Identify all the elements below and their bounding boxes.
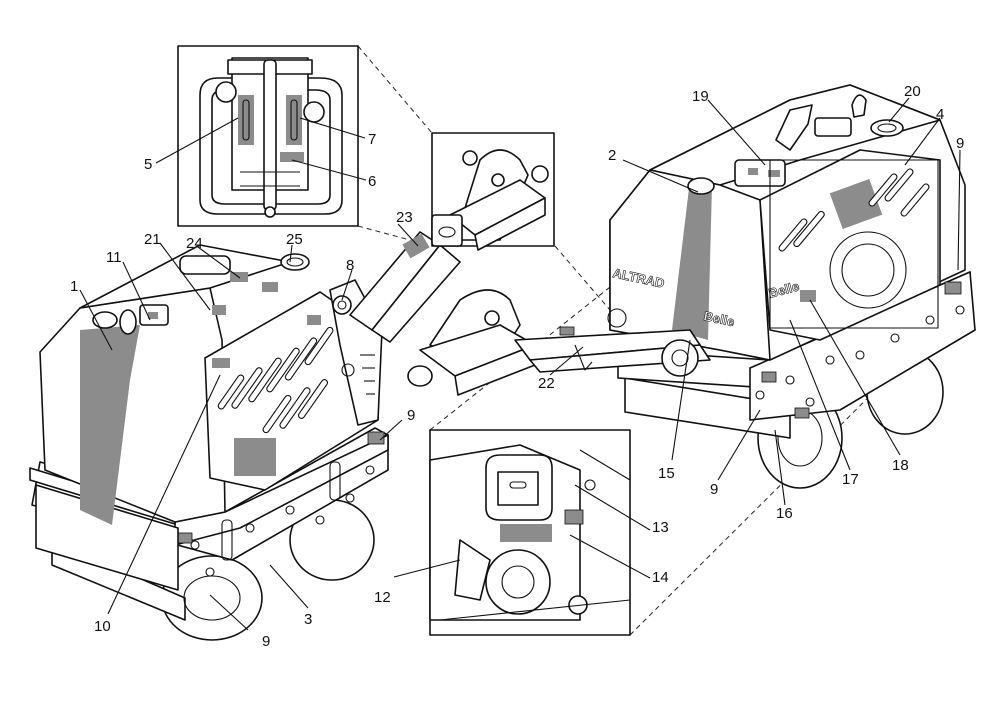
- belle-brand-front: Belle: [702, 308, 736, 329]
- right-engine-vents: [778, 168, 930, 252]
- label-13: 13: [652, 519, 669, 536]
- label-7: 7: [368, 131, 376, 148]
- label-17: 17: [842, 471, 859, 488]
- label-12: 12: [374, 589, 391, 606]
- inset-control-panel: [177, 45, 359, 227]
- label-16: 16: [776, 505, 793, 522]
- inset-handle: [431, 132, 555, 251]
- label-1: 1: [70, 278, 78, 295]
- label-23: 23: [396, 209, 413, 226]
- inset-engine: [429, 429, 631, 636]
- label-10: 10: [94, 618, 111, 635]
- folded-handle: [407, 289, 711, 396]
- part-number-labels: 1 11 21 24 25 8 23 5 7 6 10 9 3 9 12 13 …: [70, 83, 964, 650]
- label-8: 8: [346, 257, 354, 274]
- label-9-bottom-left: 9: [262, 633, 270, 650]
- label-14: 14: [652, 569, 669, 586]
- label-25: 25: [286, 231, 303, 248]
- label-9-top-right: 9: [956, 135, 964, 152]
- label-2: 2: [608, 147, 616, 164]
- label-22: 22: [538, 375, 555, 392]
- label-11: 11: [106, 249, 122, 266]
- label-18: 18: [892, 457, 909, 474]
- label-15: 15: [658, 465, 675, 482]
- label-21: 21: [144, 231, 161, 248]
- label-3: 3: [304, 611, 312, 628]
- label-5: 5: [144, 156, 152, 173]
- label-9-mid-left: 9: [407, 407, 415, 424]
- label-6: 6: [368, 173, 376, 190]
- left-roller-machine: [29, 231, 461, 641]
- label-19: 19: [692, 88, 709, 105]
- engine-cover-vents: [217, 326, 334, 434]
- label-20: 20: [904, 83, 921, 100]
- label-9-bottom-right: 9: [710, 481, 718, 498]
- right-roller-machine: ALTRAD Belle Belle: [609, 84, 976, 489]
- leader-lines: [79, 97, 961, 631]
- label-24: 24: [186, 235, 203, 252]
- label-4: 4: [936, 106, 944, 123]
